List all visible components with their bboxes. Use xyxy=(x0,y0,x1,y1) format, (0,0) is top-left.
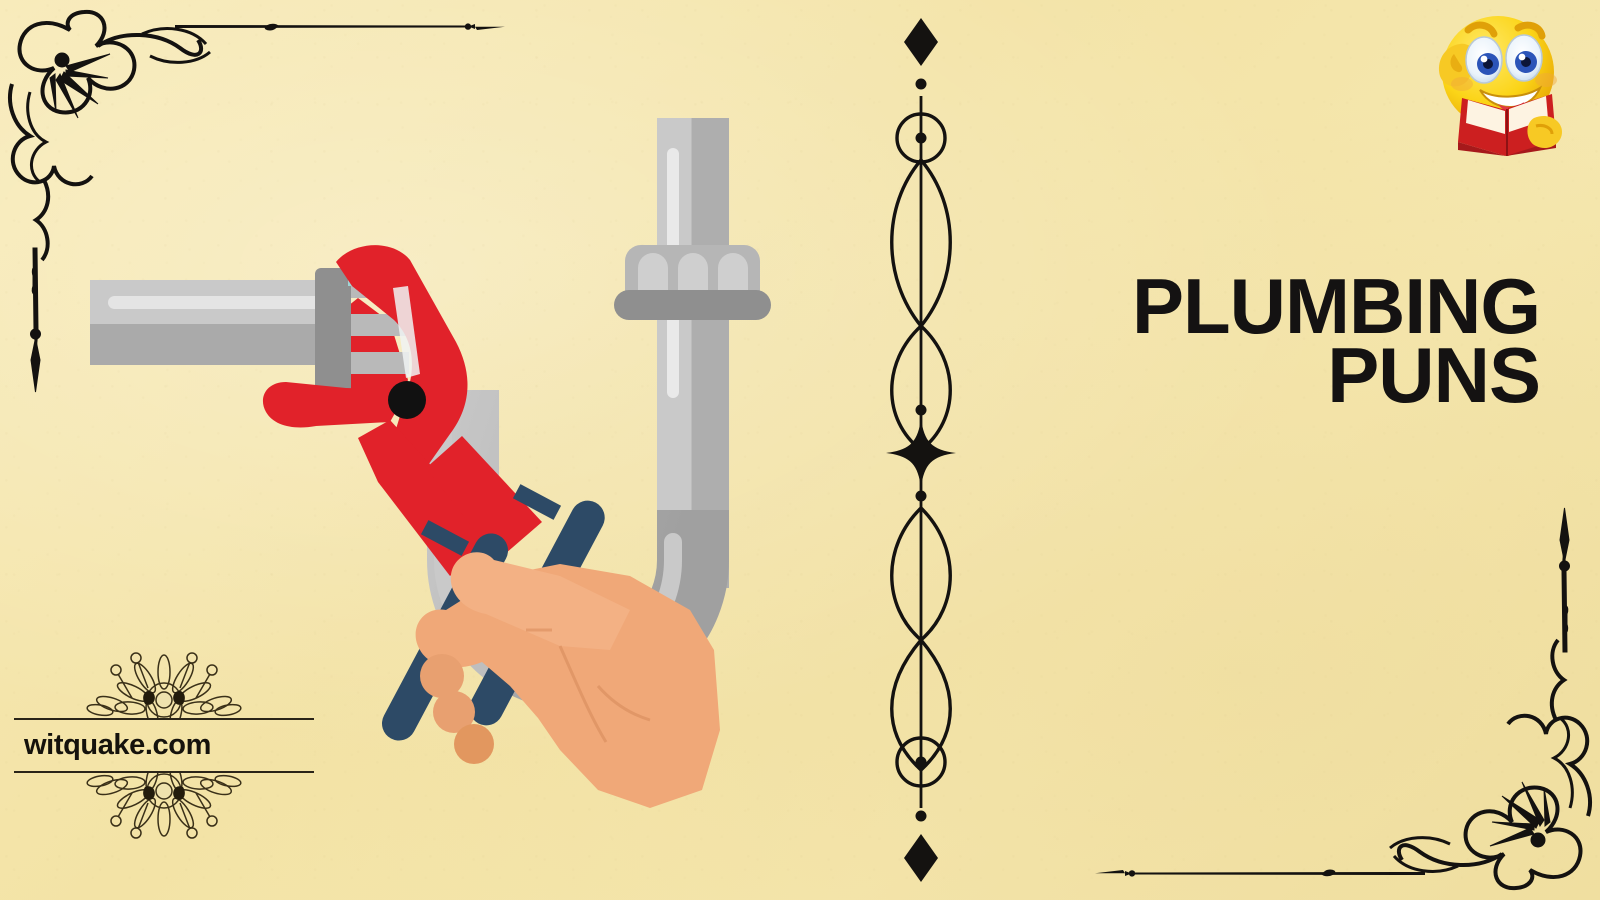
floral-ornament-bottom xyxy=(14,762,314,843)
pipe-collar-nut xyxy=(614,245,771,320)
site-watermark: witquake.com xyxy=(14,648,314,868)
floral-ornament-top xyxy=(14,648,314,729)
title-line-1: PLUMBING xyxy=(1132,262,1541,350)
ornamental-vertical-divider xyxy=(866,10,976,890)
frame-rule-bottom xyxy=(1095,866,1425,880)
plumbing-illustration xyxy=(90,90,810,830)
horizontal-pipe xyxy=(90,280,350,365)
watermark-rule-bottom xyxy=(14,771,314,773)
hand xyxy=(415,552,720,808)
title-line-2: PUNS xyxy=(1327,330,1541,419)
frame-rule-top xyxy=(175,20,505,34)
smiley-reading-book-emoji xyxy=(1402,6,1588,156)
corner-ornament-bottom-right xyxy=(1340,500,1600,900)
watermark-rule-top xyxy=(14,718,314,720)
page-title: PLUMBING PUNS xyxy=(960,262,1541,419)
watermark-text: witquake.com xyxy=(24,729,211,761)
vertical-pipe xyxy=(657,118,729,588)
corner-ornament-top-left xyxy=(0,0,260,400)
